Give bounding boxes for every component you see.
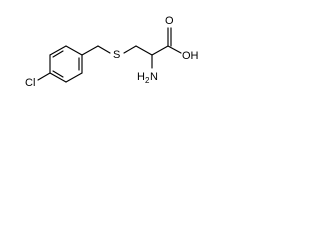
amine-n-label: N (150, 71, 158, 83)
ring-double-bond-3 (52, 70, 64, 78)
ring-bond-1 (65, 45, 83, 56)
amine-label: H 2 N (137, 71, 158, 85)
ring-ch2-bond (81, 45, 99, 56)
amine-h-label: H (137, 71, 145, 83)
sulfur-label: S (113, 49, 120, 61)
ch2-alpha-bond (135, 45, 153, 56)
ring-bond-5 (65, 72, 83, 83)
molecule-diagram: Cl S O OH H 2 N (25, 15, 199, 89)
ring-double-bond-2 (52, 50, 64, 58)
alpha-carboxyl-bond (151, 45, 169, 56)
chemical-structure-canvas: Cl S O OH H 2 N (0, 0, 253, 113)
c-oh-bond (167, 45, 182, 54)
carbonyl-oxygen-label: O (165, 15, 174, 27)
chlorine-label: Cl (25, 77, 35, 89)
hydroxyl-label: OH (182, 50, 199, 62)
ring-bond-4 (49, 72, 67, 83)
ch2-s-bond (97, 45, 111, 54)
c-cl-bond (37, 72, 51, 81)
benzene-ring (49, 45, 83, 83)
amine-subscript-label: 2 (145, 76, 150, 85)
ring-bond-2 (49, 45, 67, 56)
s-ch2-bond (123, 45, 137, 54)
